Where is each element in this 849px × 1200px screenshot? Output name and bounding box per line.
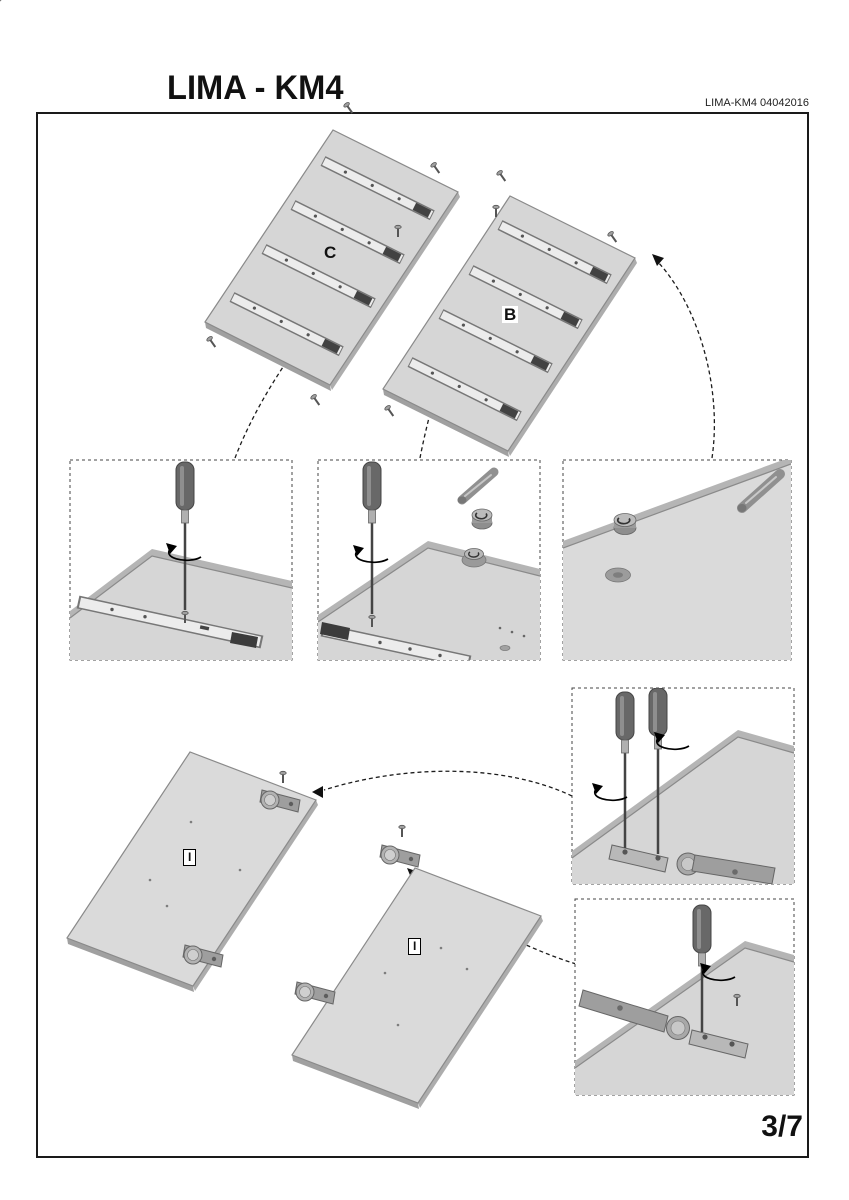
panel-label-b: B [502,305,519,324]
hinge-icon [259,789,301,813]
screw-icon [428,160,443,176]
guide-arrow-icon [657,261,715,459]
cam-lock-icon [613,513,637,535]
hinge-icon [294,981,336,1005]
door-left-illustration [0,0,318,992]
screw-icon [341,100,356,116]
hinge-icon [182,944,224,968]
detail-box-4-content [572,688,794,884]
hinge-icon [379,844,421,868]
screw-icon [278,770,288,784]
guide-arrow-icon [323,770,573,797]
cam-hole [605,567,631,583]
dowel-icon [457,467,499,505]
panel-label-c: C [324,243,337,262]
hinge-icon [608,844,776,884]
dowel-icon [737,469,785,513]
door-label-left: I [183,849,197,866]
detail-box-3-content [563,460,791,660]
door-right-illustration [291,824,543,1109]
screw-icon [308,392,323,408]
main-frame [36,112,809,1158]
hinge-icon [578,989,749,1059]
panel-c-illustration [204,100,460,408]
drawer-slide-icon [76,595,264,649]
detail-box-2-content [318,461,540,660]
screw-icon [494,168,509,184]
page-title: LIMA - KM4 [167,68,344,107]
screw-icon [397,824,407,838]
cam-lock-icon [471,508,493,530]
drawer-slide-icon [320,622,472,660]
detail-box-1-content [70,461,292,660]
cam-lock-icon [461,548,487,568]
detail-box-5-content [575,904,794,1095]
screw-icon [204,334,219,350]
document-code: LIMA-KM4 04042016 [705,97,809,109]
door-label-right: I [408,938,422,955]
screw-icon [382,403,397,419]
page-number: 3/7 [761,1110,803,1143]
screw-icon [605,229,620,245]
panel-b-illustration [382,168,637,480]
